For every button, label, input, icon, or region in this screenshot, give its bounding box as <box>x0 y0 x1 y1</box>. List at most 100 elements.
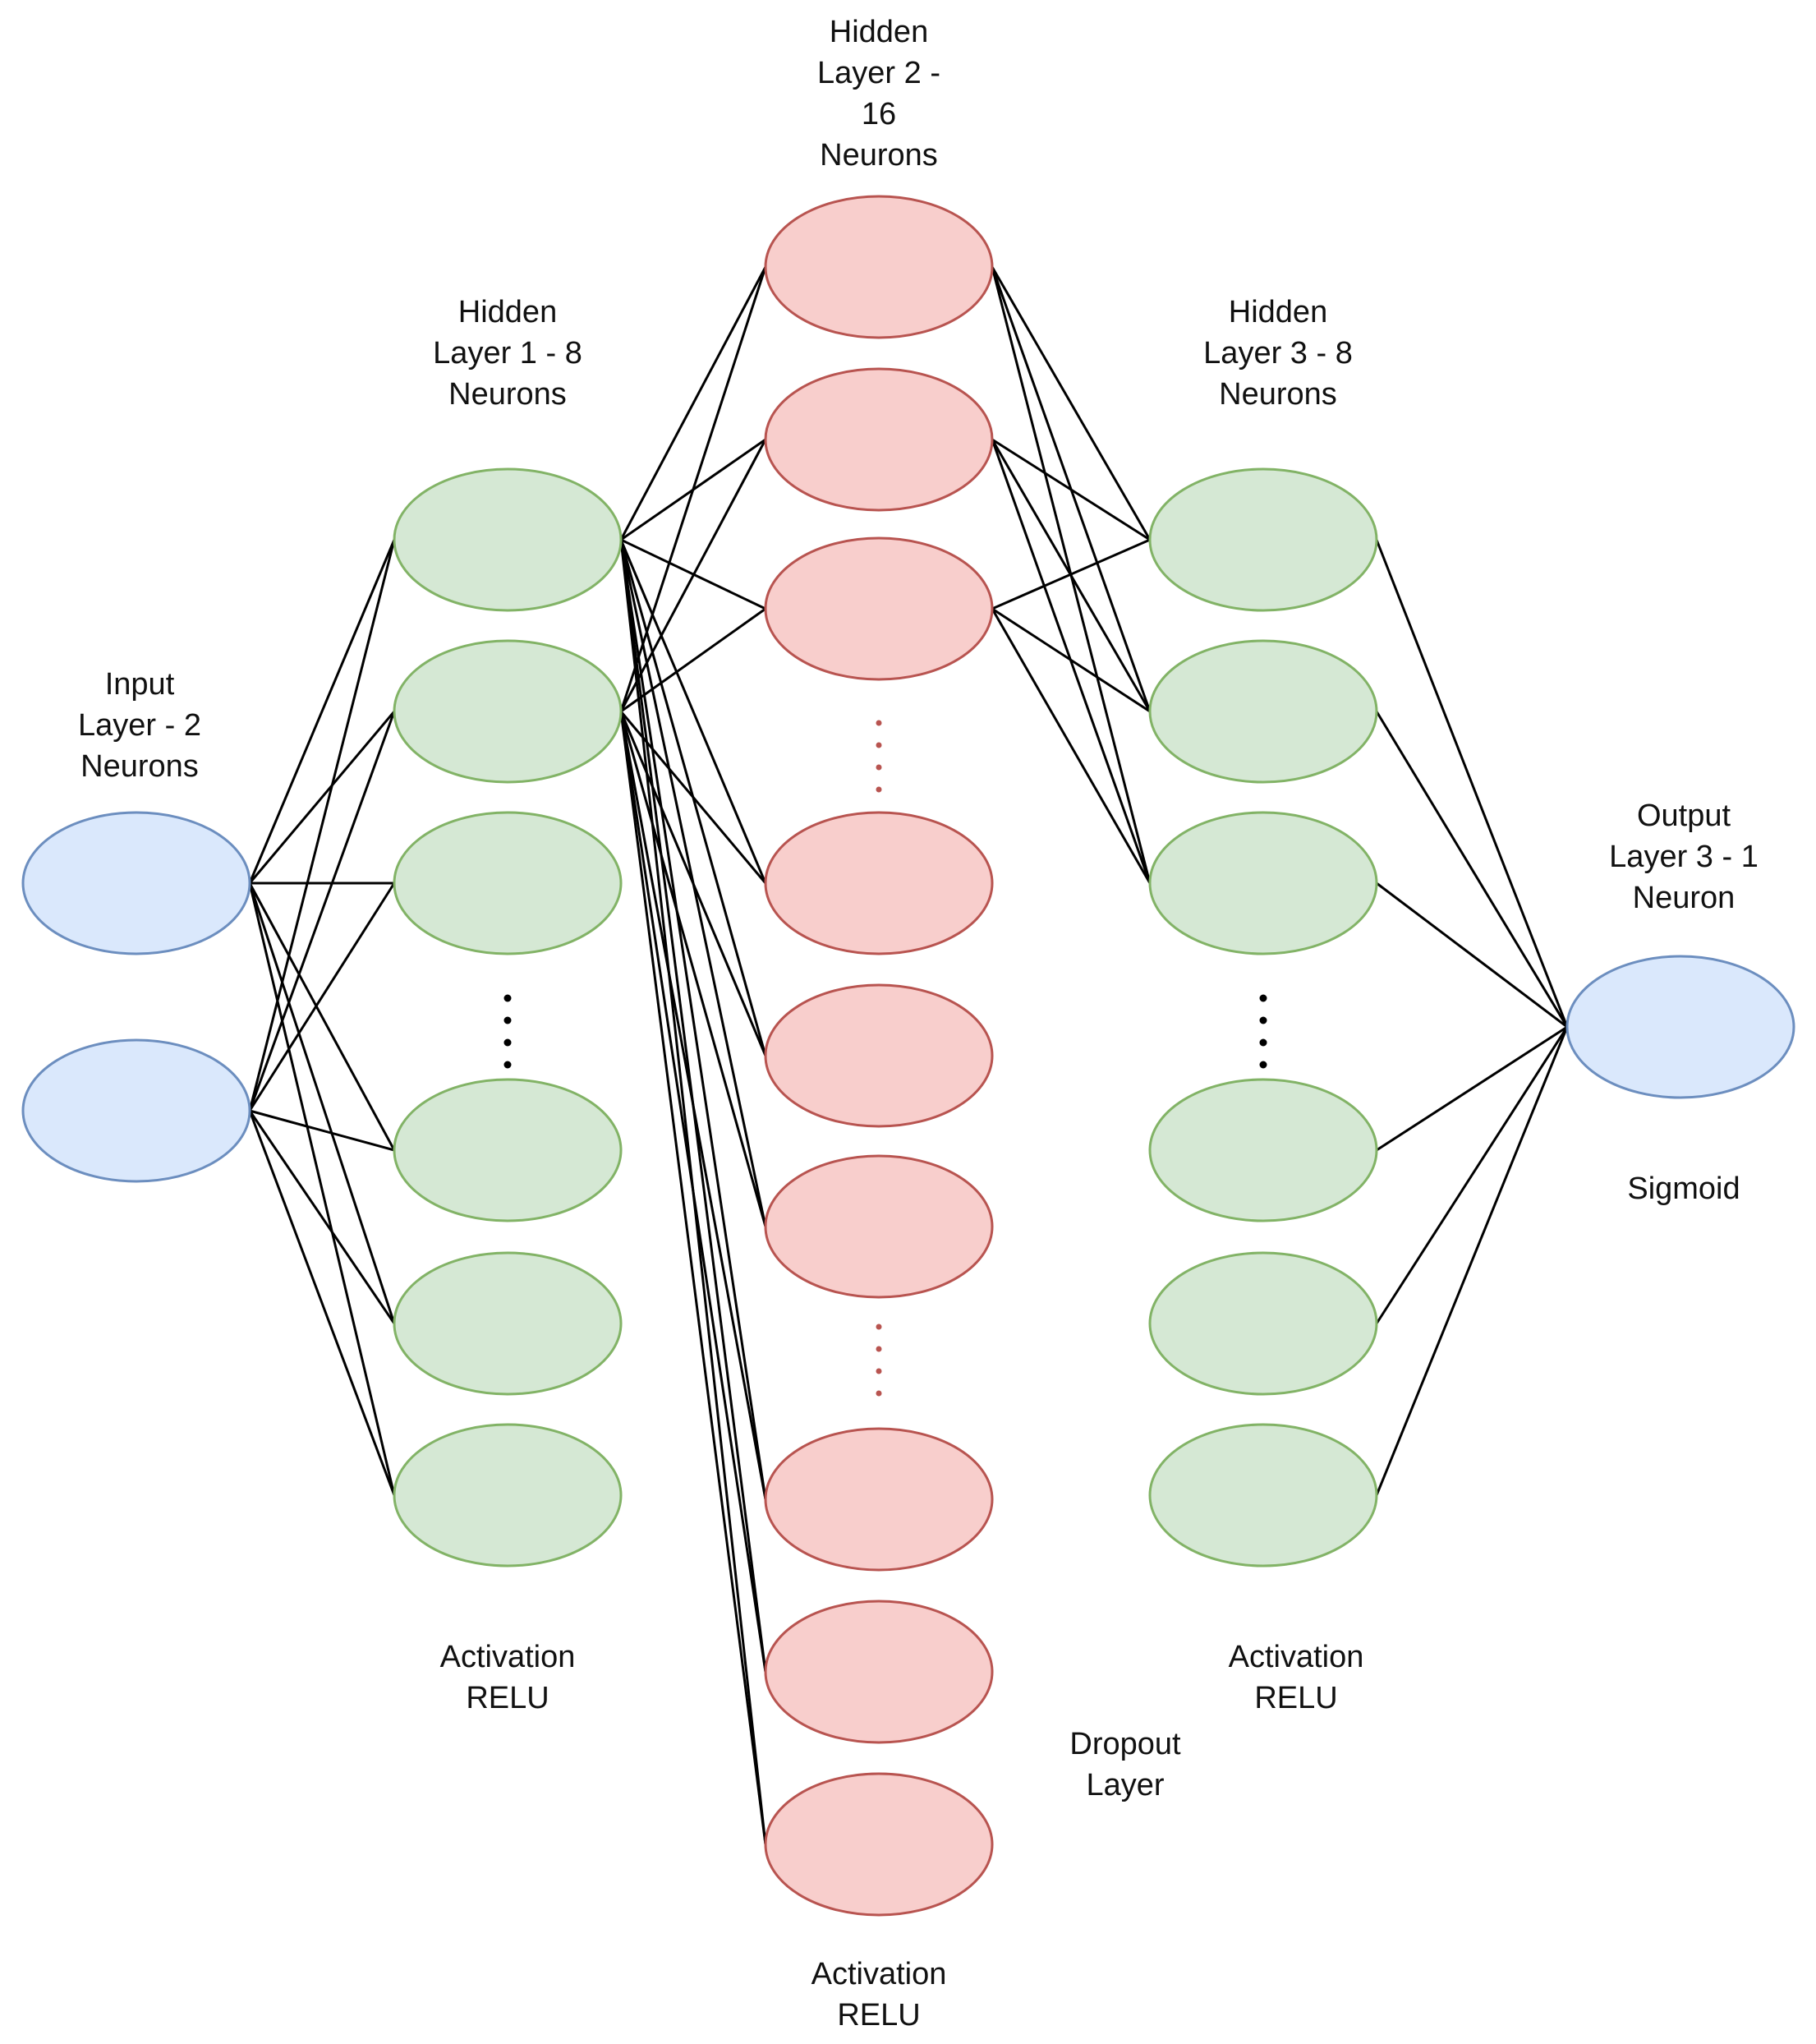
connection-line <box>991 538 1151 610</box>
hidden-layer-1-label: Hidden Layer 1 - 8 Neurons <box>384 292 631 415</box>
activation-label-hidden-3-line2: RELU <box>1254 1681 1338 1715</box>
output-layer-label-line3: Neuron <box>1632 881 1736 915</box>
connection-line <box>991 438 1151 541</box>
output-layer-label: Output Layer 3 - 1 Neuron <box>1561 795 1807 918</box>
connection-line <box>248 882 396 1151</box>
ellipsis-dot <box>1259 1016 1267 1024</box>
hidden-2-neuron <box>764 811 994 955</box>
dropout-layer-label-line2: Layer <box>1086 1768 1165 1802</box>
hidden-1-neuron <box>393 639 623 784</box>
hidden-1-neuron <box>393 811 623 955</box>
hidden-3-neuron <box>1148 1078 1378 1222</box>
connection-line <box>619 266 767 712</box>
hidden-3-neuron <box>1148 1423 1378 1568</box>
hidden-3-neuron <box>1148 467 1378 612</box>
hidden-2-neuron <box>764 1427 994 1572</box>
hidden-1-neuron <box>393 1423 623 1568</box>
connection-line <box>1376 1025 1568 1152</box>
connection-line <box>620 607 766 713</box>
input-layer-label-line3: Neurons <box>80 749 199 784</box>
input-layer-label-line2: Layer - 2 <box>78 708 201 743</box>
neurons <box>21 195 1795 1917</box>
connection-line <box>1376 882 1568 1029</box>
connection-line <box>248 539 396 884</box>
input-neuron <box>21 1038 251 1183</box>
dropout-layer-label-line1: Dropout <box>1069 1727 1181 1761</box>
activation-label-hidden-2-line2: RELU <box>837 1998 921 2032</box>
ellipsis-dot <box>876 786 882 793</box>
hidden-2-neuron <box>764 536 994 681</box>
hidden-layer-1-label-line3: Neurons <box>448 377 567 412</box>
sigmoid-label: Sigmoid <box>1561 1168 1807 1209</box>
connection-line <box>619 711 767 884</box>
connection-line <box>619 266 767 541</box>
activation-label-hidden-3: Activation RELU <box>1173 1637 1419 1719</box>
sigmoid-label-line1: Sigmoid <box>1627 1172 1740 1206</box>
hidden-layer-3-label-line2: Layer 3 - 8 <box>1203 336 1353 371</box>
connection-line <box>248 1110 396 1496</box>
connection-line <box>619 711 767 1845</box>
hidden-2-neuron <box>764 367 994 512</box>
ellipsis-markers <box>503 720 1267 1397</box>
hidden-layer-2-label-line2: Layer 2 - <box>817 56 940 90</box>
hidden-layer-3-label: Hidden Layer 3 - 8 Neurons <box>1155 292 1401 415</box>
hidden-2-neuron <box>764 1772 994 1917</box>
ellipsis-dot <box>1259 1038 1267 1047</box>
connection-line <box>991 608 1152 884</box>
ellipsis-dot <box>1259 994 1267 1002</box>
input-neuron <box>21 811 251 955</box>
ellipsis-dot <box>876 764 882 771</box>
hidden-1-neuron <box>393 1251 623 1396</box>
hidden-layer-1-label-line1: Hidden <box>457 295 558 329</box>
ellipsis-dot <box>876 1324 882 1330</box>
output-neuron <box>1565 955 1795 1099</box>
connection-line <box>248 539 396 1112</box>
connection-line <box>619 711 767 1227</box>
connection-line <box>619 711 767 1673</box>
hidden-2-neuron <box>764 1154 994 1299</box>
connection-line <box>248 882 396 1324</box>
hidden-1-neuron <box>393 1078 623 1222</box>
connection-line <box>248 711 396 1112</box>
connection-line <box>248 882 396 1112</box>
connection-line <box>1375 1026 1569 1496</box>
hidden-layer-1-label-line2: Layer 1 - 8 <box>433 336 582 371</box>
connection-line <box>619 539 767 884</box>
activation-label-hidden-1-line1: Activation <box>439 1640 576 1674</box>
ellipsis-dot <box>503 1016 512 1024</box>
connection-line <box>249 1109 395 1152</box>
connection-line <box>1375 1026 1569 1324</box>
ellipsis-dot <box>876 742 882 748</box>
hidden-3-neuron <box>1148 1251 1378 1396</box>
hidden-layer-2-label: Hidden Layer 2 - 16 Neurons <box>756 12 1002 176</box>
ellipsis-dot <box>876 1390 882 1397</box>
output-layer-label-line1: Output <box>1636 799 1731 833</box>
connection-line <box>248 711 396 884</box>
hidden-layer-3-label-line3: Neurons <box>1219 377 1337 412</box>
ellipsis-dot <box>503 1038 512 1047</box>
activation-label-hidden-1: Activation RELU <box>384 1637 631 1719</box>
input-layer-label-line1: Input <box>104 667 175 702</box>
output-layer-label-line2: Layer 3 - 1 <box>1609 840 1759 874</box>
hidden-2-neuron <box>764 1600 994 1744</box>
input-layer-label: Input Layer - 2 Neurons <box>16 664 263 787</box>
connection-line <box>991 266 1152 541</box>
connection-line <box>1375 539 1569 1028</box>
hidden-2-neuron <box>764 983 994 1128</box>
activation-label-hidden-2: Activation RELU <box>756 1954 1002 2036</box>
connection-line <box>619 539 767 1500</box>
connections <box>248 266 1569 1845</box>
connection-line <box>991 607 1151 713</box>
ellipsis-dot <box>876 1368 882 1374</box>
hidden-2-neuron <box>764 195 994 339</box>
hidden-3-neuron <box>1148 811 1378 955</box>
connection-line <box>619 711 767 1500</box>
activation-label-hidden-3-line1: Activation <box>1228 1640 1364 1674</box>
hidden-1-neuron <box>393 467 623 612</box>
hidden-layer-2-label-line4: Neurons <box>820 138 938 173</box>
activation-label-hidden-1-line2: RELU <box>466 1681 549 1715</box>
ellipsis-dot <box>1259 1061 1267 1069</box>
hidden-3-neuron <box>1148 639 1378 784</box>
connection-line <box>248 882 396 1496</box>
connection-line <box>1375 711 1569 1028</box>
